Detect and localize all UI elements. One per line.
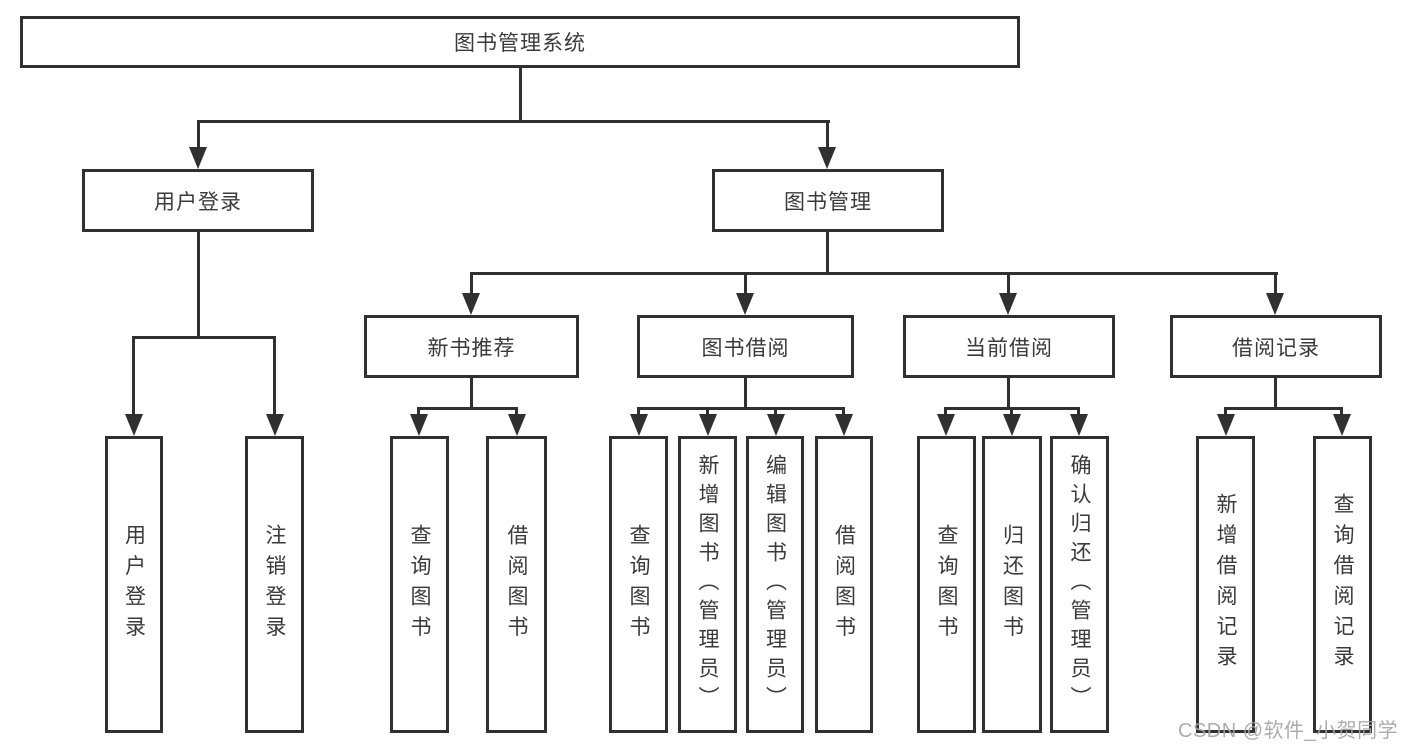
leaf-query-books-2-label: 查询图书	[627, 523, 650, 646]
leaf-confirm-return-admin-label: 确认归还（管理员）	[1068, 454, 1091, 715]
node-user-login: 用户登录	[82, 169, 314, 232]
leaf-add-books-admin-label: 新增图书（管理员）	[696, 454, 719, 715]
level2-rail-line	[197, 120, 830, 123]
arrow-down-icon	[937, 414, 955, 436]
drop-line-borrow-records	[1274, 272, 1277, 295]
drop-line-user-login	[197, 120, 200, 149]
arrow-down-icon	[767, 414, 785, 436]
leaf-borrow-books-1: 借阅图书	[486, 436, 547, 733]
drop-line-leaf	[1340, 407, 1343, 416]
root-stem-line	[519, 66, 522, 122]
drop-line-leaf	[842, 407, 845, 416]
leaf-logout-label: 注销登录	[263, 523, 286, 646]
leaf-query-books-3: 查询图书	[917, 436, 976, 733]
leaf-query-borrow-record-label: 查询借阅记录	[1331, 493, 1354, 676]
book-management-stem-line	[826, 232, 829, 275]
arrow-down-icon	[699, 414, 717, 436]
leaf-user-login: 用户登录	[105, 436, 163, 733]
leaf-edit-books-admin-label: 编辑图书（管理员）	[763, 454, 787, 715]
drop-line-leaf	[637, 407, 640, 416]
borrow-records-rail-line	[1224, 407, 1343, 410]
node-new-book-recommend-label: 新书推荐	[427, 336, 516, 360]
leaf-borrow-books-2: 借阅图书	[815, 436, 873, 733]
node-book-borrow-label: 图书借阅	[701, 336, 790, 360]
arrow-down-icon	[1070, 414, 1088, 436]
leaf-return-books-label: 归还图书	[1000, 523, 1024, 646]
drop-line-leaf	[1224, 407, 1227, 416]
drop-line-leaf	[1010, 407, 1013, 416]
user-login-stem-line	[197, 232, 200, 339]
drop-line-leaf	[1077, 407, 1080, 416]
drop-line-current-borrow	[1007, 272, 1010, 295]
leaf-logout: 注销登录	[245, 436, 304, 733]
drop-line-new-book-recommend	[470, 272, 473, 295]
drop-line-leaf-user-login	[132, 336, 135, 416]
drop-line-leaf	[774, 407, 777, 416]
drop-line-leaf	[515, 407, 518, 416]
node-current-borrow: 当前借阅	[903, 315, 1115, 378]
leaf-query-books-3-label: 查询图书	[935, 523, 958, 646]
node-root-label: 图书管理系统	[454, 32, 586, 55]
node-book-management: 图书管理	[712, 169, 944, 232]
arrow-down-icon	[410, 414, 428, 436]
arrow-down-icon	[818, 147, 836, 169]
node-borrow-records-label: 借阅记录	[1232, 336, 1320, 360]
leaf-add-borrow-record: 新增借阅记录	[1196, 436, 1255, 733]
leaf-user-login-label: 用户登录	[122, 523, 146, 646]
node-borrow-records: 借阅记录	[1170, 315, 1382, 378]
drop-line-leaf	[944, 407, 947, 416]
borrow-records-stem-line	[1274, 378, 1277, 409]
leaf-query-books-1: 查询图书	[390, 436, 449, 733]
user-login-rail-line	[132, 336, 276, 339]
leaf-borrow-books-1-label: 借阅图书	[505, 523, 528, 646]
arrow-down-icon	[1333, 414, 1351, 436]
arrow-down-icon	[266, 414, 284, 436]
drop-line-leaf-logout	[273, 336, 276, 416]
csdn-watermark: CSDN @软件_小贺同学	[1178, 720, 1399, 742]
arrow-down-icon	[630, 414, 648, 436]
node-current-borrow-label: 当前借阅	[965, 336, 1053, 360]
node-root: 图书管理系统	[20, 16, 1020, 68]
arrow-down-icon	[125, 414, 143, 436]
leaf-add-borrow-record-label: 新增借阅记录	[1214, 493, 1237, 676]
arrow-down-icon	[1266, 293, 1284, 315]
leaf-borrow-books-2-label: 借阅图书	[832, 523, 856, 646]
book-borrow-stem-line	[744, 378, 747, 409]
drop-line-leaf	[417, 407, 420, 416]
leaf-query-books-2: 查询图书	[609, 436, 668, 733]
node-book-management-label: 图书管理	[784, 190, 872, 214]
new-book-recommend-rail-line	[417, 407, 518, 410]
arrow-down-icon	[1003, 414, 1021, 436]
leaf-edit-books-admin: 编辑图书（管理员）	[746, 436, 804, 733]
leaf-query-borrow-record: 查询借阅记录	[1313, 436, 1372, 733]
current-borrow-stem-line	[1007, 378, 1010, 409]
level3-rail-line	[470, 272, 1278, 275]
leaf-return-books: 归还图书	[982, 436, 1042, 733]
arrow-down-icon	[189, 147, 207, 169]
leaf-query-books-1-label: 查询图书	[408, 523, 431, 646]
node-new-book-recommend: 新书推荐	[364, 315, 579, 378]
arrow-down-icon	[999, 293, 1017, 315]
drop-line-leaf	[706, 407, 709, 416]
node-book-borrow: 图书借阅	[637, 315, 854, 378]
arrow-down-icon	[462, 293, 480, 315]
drop-line-book-borrow	[744, 272, 747, 295]
book-borrow-rail-line	[637, 407, 845, 410]
new-book-recommend-stem-line	[470, 378, 473, 409]
node-user-login-label: 用户登录	[154, 190, 242, 214]
arrow-down-icon	[508, 414, 526, 436]
arrow-down-icon	[736, 293, 754, 315]
leaf-add-books-admin: 新增图书（管理员）	[678, 436, 737, 733]
arrow-down-icon	[1217, 414, 1235, 436]
drop-line-book-management	[826, 120, 829, 149]
arrow-down-icon	[835, 414, 853, 436]
leaf-confirm-return-admin: 确认归还（管理员）	[1050, 436, 1109, 733]
